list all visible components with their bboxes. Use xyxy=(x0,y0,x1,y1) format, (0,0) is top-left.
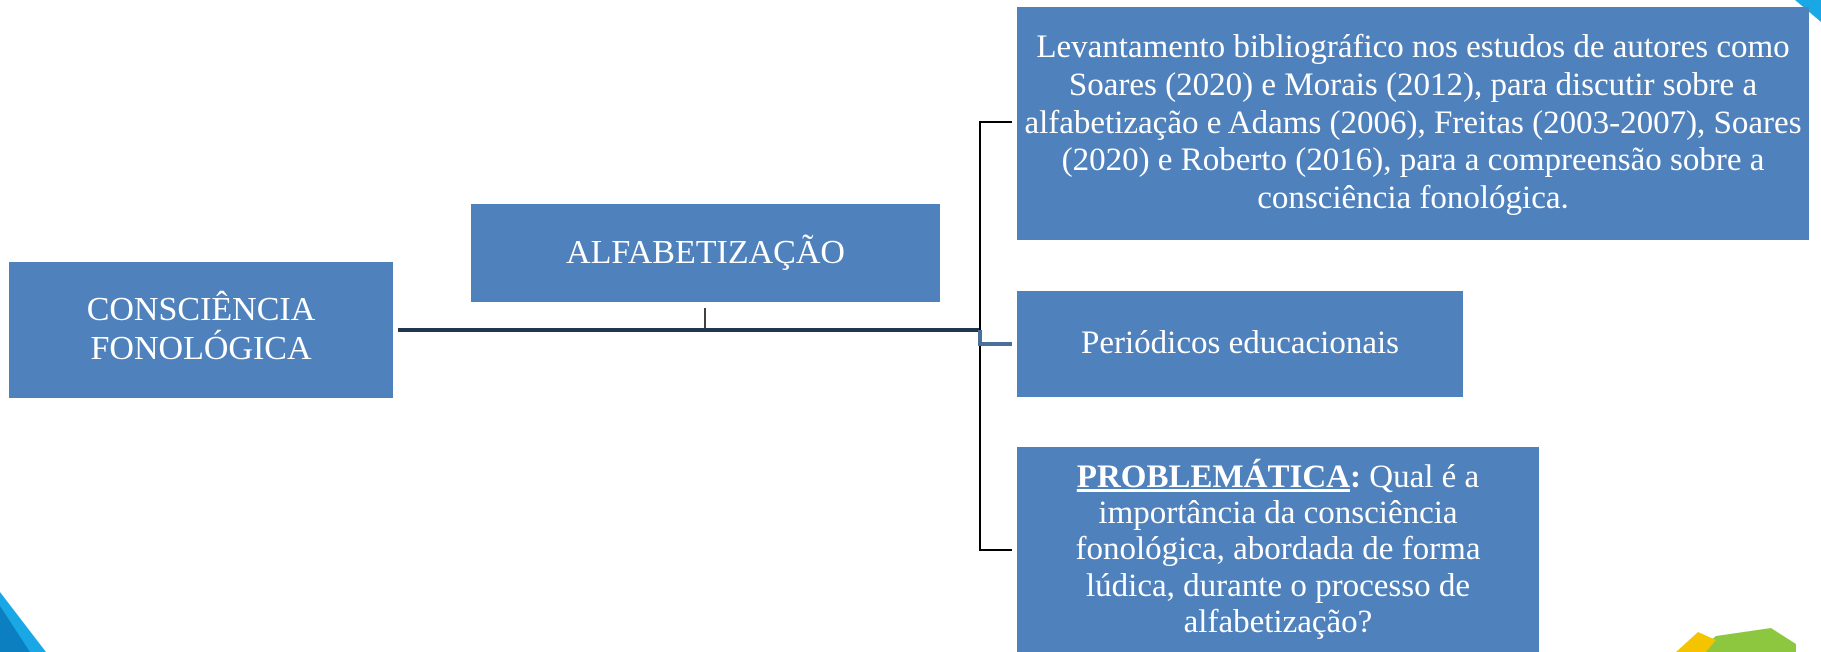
root-node-consciencia-fonologica: CONSCIÊNCIA FONOLÓGICA xyxy=(9,262,393,398)
problematica-colon: : xyxy=(1349,458,1361,495)
corner-accent-bottom-right xyxy=(1676,628,1796,652)
branch-periodicos-label: Periódicos educacionais xyxy=(1081,325,1399,362)
problematica-heading: PROBLEMÁTICA xyxy=(1076,458,1350,495)
connector-middle-branch xyxy=(978,330,1012,346)
branch-problematica-text: PROBLEMÁTICA: Qual é a importância da co… xyxy=(1027,459,1529,640)
node-alfabetizacao-label: ALFABETIZAÇÃO xyxy=(566,233,845,271)
branch-problematica: PROBLEMÁTICA: Qual é a importância da co… xyxy=(1017,447,1539,652)
branch-periodicos-educacionais: Periódicos educacionais xyxy=(1017,291,1463,397)
branch-levantamento-label: Levantamento bibliográfico nos estudos d… xyxy=(1024,29,1802,216)
problematica-question: Qual é a importância da consciência fono… xyxy=(1075,458,1481,640)
node-alfabetizacao: ALFABETIZAÇÃO xyxy=(471,204,940,302)
connector-bracket xyxy=(979,121,1012,551)
branch-levantamento-bibliografico: Levantamento bibliográfico nos estudos d… xyxy=(1017,7,1809,240)
root-node-label: CONSCIÊNCIA FONOLÓGICA xyxy=(86,291,316,367)
corner-accent-bottom-left xyxy=(0,592,46,652)
